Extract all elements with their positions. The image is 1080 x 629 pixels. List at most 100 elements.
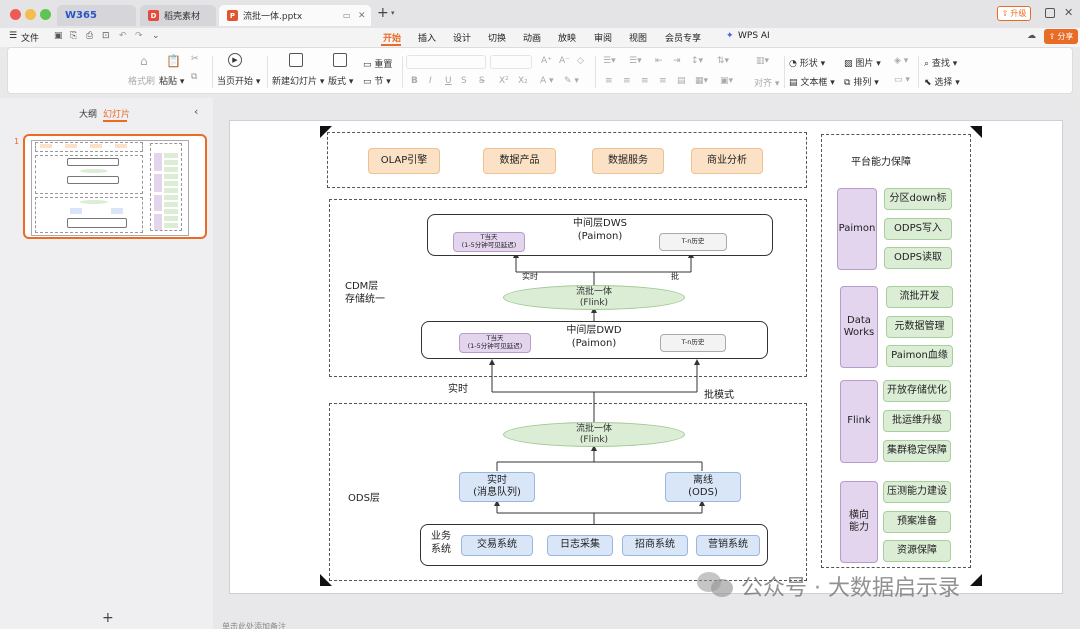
reset-button[interactable]: ▭ 重置 xyxy=(363,57,392,70)
add-slide-button[interactable]: + xyxy=(102,610,114,626)
screen-icon[interactable]: ▭ xyxy=(343,11,351,20)
marketing-system-box[interactable]: 营销系统 xyxy=(696,535,760,556)
font-family-select[interactable] xyxy=(406,55,486,69)
export-icon[interactable]: ⎘ xyxy=(70,31,78,41)
platform-item[interactable]: 元数据管理 xyxy=(886,316,953,338)
clear-format-icon[interactable]: ◇ xyxy=(577,56,584,66)
tab-member[interactable]: 会员专享 xyxy=(665,34,702,44)
data-service-box[interactable]: 数据服务 xyxy=(592,148,664,174)
line-spacing-icon[interactable]: ↕▾ xyxy=(691,56,704,66)
close-icon[interactable]: ✕ xyxy=(1064,6,1074,19)
layout-button[interactable]: 版式 ▾ xyxy=(328,77,354,87)
notes-input[interactable]: 单击此处添加备注 xyxy=(222,622,286,629)
log-collection-box[interactable]: 日志采集 xyxy=(547,535,613,556)
chevron-down-icon[interactable]: ▾ xyxy=(391,9,395,17)
flink-group-label[interactable]: Flink xyxy=(840,380,878,463)
text-box-align-icon[interactable]: ▦▾ xyxy=(695,76,709,86)
data-product-box[interactable]: 数据产品 xyxy=(483,148,556,174)
font-size-select[interactable] xyxy=(490,55,532,69)
picture-button[interactable]: ▨ 图片 ▾ xyxy=(844,59,881,69)
select-button[interactable]: ⬉ 选择 ▾ xyxy=(924,78,960,88)
maximize-window-button[interactable] xyxy=(40,9,51,20)
tab-design[interactable]: 设计 xyxy=(453,34,472,44)
dws-realtime-box[interactable]: T当天 (1-5分钟可见延迟) xyxy=(453,232,525,252)
message-queue-box[interactable]: 实时 (消息队列) xyxy=(459,472,535,502)
more-chevron-icon[interactable]: ⌄ xyxy=(152,31,160,41)
undo-icon[interactable]: ↶ xyxy=(119,31,127,41)
dws-history-box[interactable]: T-n历史 xyxy=(659,233,727,251)
section-button[interactable]: ▭ 节 ▾ xyxy=(363,77,391,87)
indent-increase-icon[interactable]: ⇥ xyxy=(673,56,681,66)
tab-wps-ai[interactable]: WPS AI xyxy=(738,31,770,41)
print-icon[interactable]: ⎙ xyxy=(86,31,94,41)
close-window-button[interactable] xyxy=(10,9,21,20)
platform-item[interactable]: 开放存储优化 xyxy=(883,380,951,402)
font-color-icon[interactable]: A ▾ xyxy=(540,76,554,86)
increase-font-icon[interactable]: A⁺ xyxy=(541,56,552,66)
strikethrough-icon[interactable]: S̶ xyxy=(479,76,485,86)
flink-lower-ellipse[interactable]: 流批一体 (Flink) xyxy=(503,422,685,447)
platform-item[interactable]: ODPS写入 xyxy=(884,218,952,240)
merchant-system-box[interactable]: 招商系统 xyxy=(622,535,688,556)
upgrade-button[interactable]: ⇧升级 xyxy=(997,6,1031,21)
shape-button[interactable]: ◔ 形状 ▾ xyxy=(789,59,826,69)
platform-item[interactable]: 批运维升级 xyxy=(883,410,951,432)
business-analysis-box[interactable]: 商业分析 xyxy=(691,148,763,174)
dwd-realtime-box[interactable]: T当天 (1-5分钟可见延迟) xyxy=(459,333,531,353)
indent-decrease-icon[interactable]: ⇤ xyxy=(655,56,663,66)
share-button[interactable]: ⇪分享 xyxy=(1044,29,1078,44)
olap-engine-box[interactable]: OLAP引擎 xyxy=(368,148,440,174)
tab-home[interactable]: 开始 xyxy=(383,34,402,44)
tab-insert[interactable]: 插入 xyxy=(418,34,437,44)
tab-current-document[interactable]: P 流批一体.pptx ▭ ✕ xyxy=(219,5,371,26)
align-button[interactable]: 对齐 ▾ xyxy=(754,79,780,89)
format-painter-button[interactable]: 格式刷 xyxy=(128,77,156,87)
bullet-list-icon[interactable]: ☰▾ xyxy=(603,56,616,66)
paimon-group-label[interactable]: Paimon xyxy=(837,188,877,270)
save-icon[interactable]: ▣ xyxy=(54,31,63,41)
collapse-panel-icon[interactable]: ‹ xyxy=(194,105,199,118)
restore-window-icon[interactable] xyxy=(1045,8,1055,18)
offline-ods-box[interactable]: 离线 (ODS) xyxy=(665,472,741,502)
tab-transition[interactable]: 切换 xyxy=(488,34,507,44)
decrease-font-icon[interactable]: A⁻ xyxy=(559,56,570,66)
arrange-button[interactable]: ⧉ 排列 ▾ xyxy=(844,78,879,88)
platform-item[interactable]: Paimon血缘 xyxy=(886,345,953,367)
close-tab-icon[interactable]: ✕ xyxy=(358,10,366,21)
platform-item[interactable]: ODPS读取 xyxy=(884,247,952,269)
platform-item[interactable]: 流批开发 xyxy=(886,286,953,308)
fill-icon[interactable]: ◈ ▾ xyxy=(894,56,909,66)
tab-slideshow[interactable]: 放映 xyxy=(558,34,577,44)
tab-wps365[interactable]: W365 xyxy=(57,5,136,26)
outline-icon[interactable]: ▭ ▾ xyxy=(894,75,910,85)
cloud-icon[interactable]: ☁ xyxy=(1027,31,1036,41)
copy-icon[interactable]: ⧉ xyxy=(191,72,198,82)
cdm-layer-region[interactable] xyxy=(329,199,807,377)
flink-upper-ellipse[interactable]: 流批一体 (Flink) xyxy=(503,285,685,310)
platform-item[interactable]: 资源保障 xyxy=(883,540,951,562)
smart-art-icon[interactable]: ▣▾ xyxy=(720,76,734,86)
bold-icon[interactable]: B xyxy=(411,76,418,86)
platform-item[interactable]: 集群稳定保障 xyxy=(883,440,951,462)
numbered-list-icon[interactable]: ☰▾ xyxy=(629,56,642,66)
italic-icon[interactable]: I xyxy=(429,76,432,86)
textbox-button[interactable]: ▤ 文本框 ▾ xyxy=(789,78,835,88)
justify-icon[interactable]: ≡ xyxy=(659,76,667,86)
dwd-history-box[interactable]: T-n历史 xyxy=(660,334,726,352)
platform-region[interactable] xyxy=(821,134,971,568)
align-right-icon[interactable]: ≡ xyxy=(641,76,649,86)
tab-outline[interactable]: 大纲 xyxy=(79,110,98,120)
column-icon[interactable]: ▥▾ xyxy=(756,56,770,66)
tab-review[interactable]: 审阅 xyxy=(594,34,613,44)
app-layer-region[interactable] xyxy=(327,132,807,188)
new-tab-button[interactable]: + xyxy=(377,5,389,21)
preview-icon[interactable]: ⊡ xyxy=(102,31,110,41)
cut-icon[interactable]: ✂ xyxy=(191,54,199,64)
redo-icon[interactable]: ↷ xyxy=(135,31,143,41)
slide-thumbnail[interactable] xyxy=(23,134,207,239)
align-left-icon[interactable]: ≡ xyxy=(605,76,613,86)
platform-item[interactable]: 分区down标 xyxy=(884,188,952,210)
horizontal-capability-group-label[interactable]: 横向 能力 xyxy=(840,481,878,563)
align-center-icon[interactable]: ≡ xyxy=(623,76,631,86)
minimize-window-button[interactable] xyxy=(25,9,36,20)
